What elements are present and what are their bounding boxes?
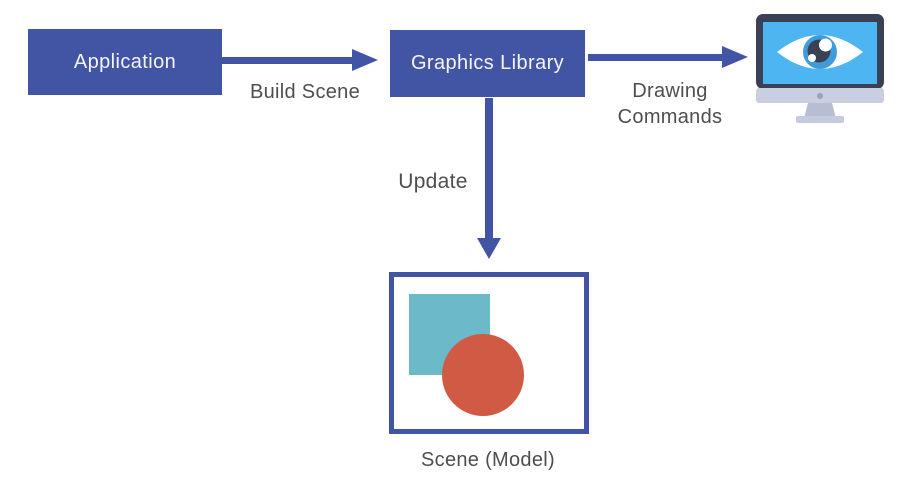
node-graphics-library: Graphics Library xyxy=(390,30,585,97)
eye-icon xyxy=(777,35,863,69)
arrow-drawing-commands-shaft xyxy=(588,54,722,61)
arrow-build-scene-head xyxy=(352,49,378,71)
eye-monitor-icon xyxy=(756,14,884,123)
arrow-build-scene-shaft xyxy=(222,57,352,64)
monitor-camera-dot xyxy=(817,93,823,99)
node-graphics-library-label: Graphics Library xyxy=(410,52,565,74)
node-application: Application xyxy=(28,29,222,95)
monitor-stand-base xyxy=(796,116,844,123)
node-application-label: Application xyxy=(73,50,177,73)
scene-model-caption: Scene (Model) xyxy=(421,449,555,471)
edge-label-drawing-commands: Drawing Commands xyxy=(617,80,723,128)
monitor-stand-neck xyxy=(804,103,836,118)
eye-highlight-large xyxy=(819,38,832,52)
arrow-update-head xyxy=(477,238,501,259)
edge-label-update: Update xyxy=(398,170,468,193)
scene-circle-shape xyxy=(442,334,524,416)
edge-label-build-scene: Build Scene xyxy=(249,81,361,103)
arrow-drawing-commands-head xyxy=(722,46,748,68)
eye-highlight-small xyxy=(808,54,816,62)
arrow-update-shaft xyxy=(485,98,493,239)
